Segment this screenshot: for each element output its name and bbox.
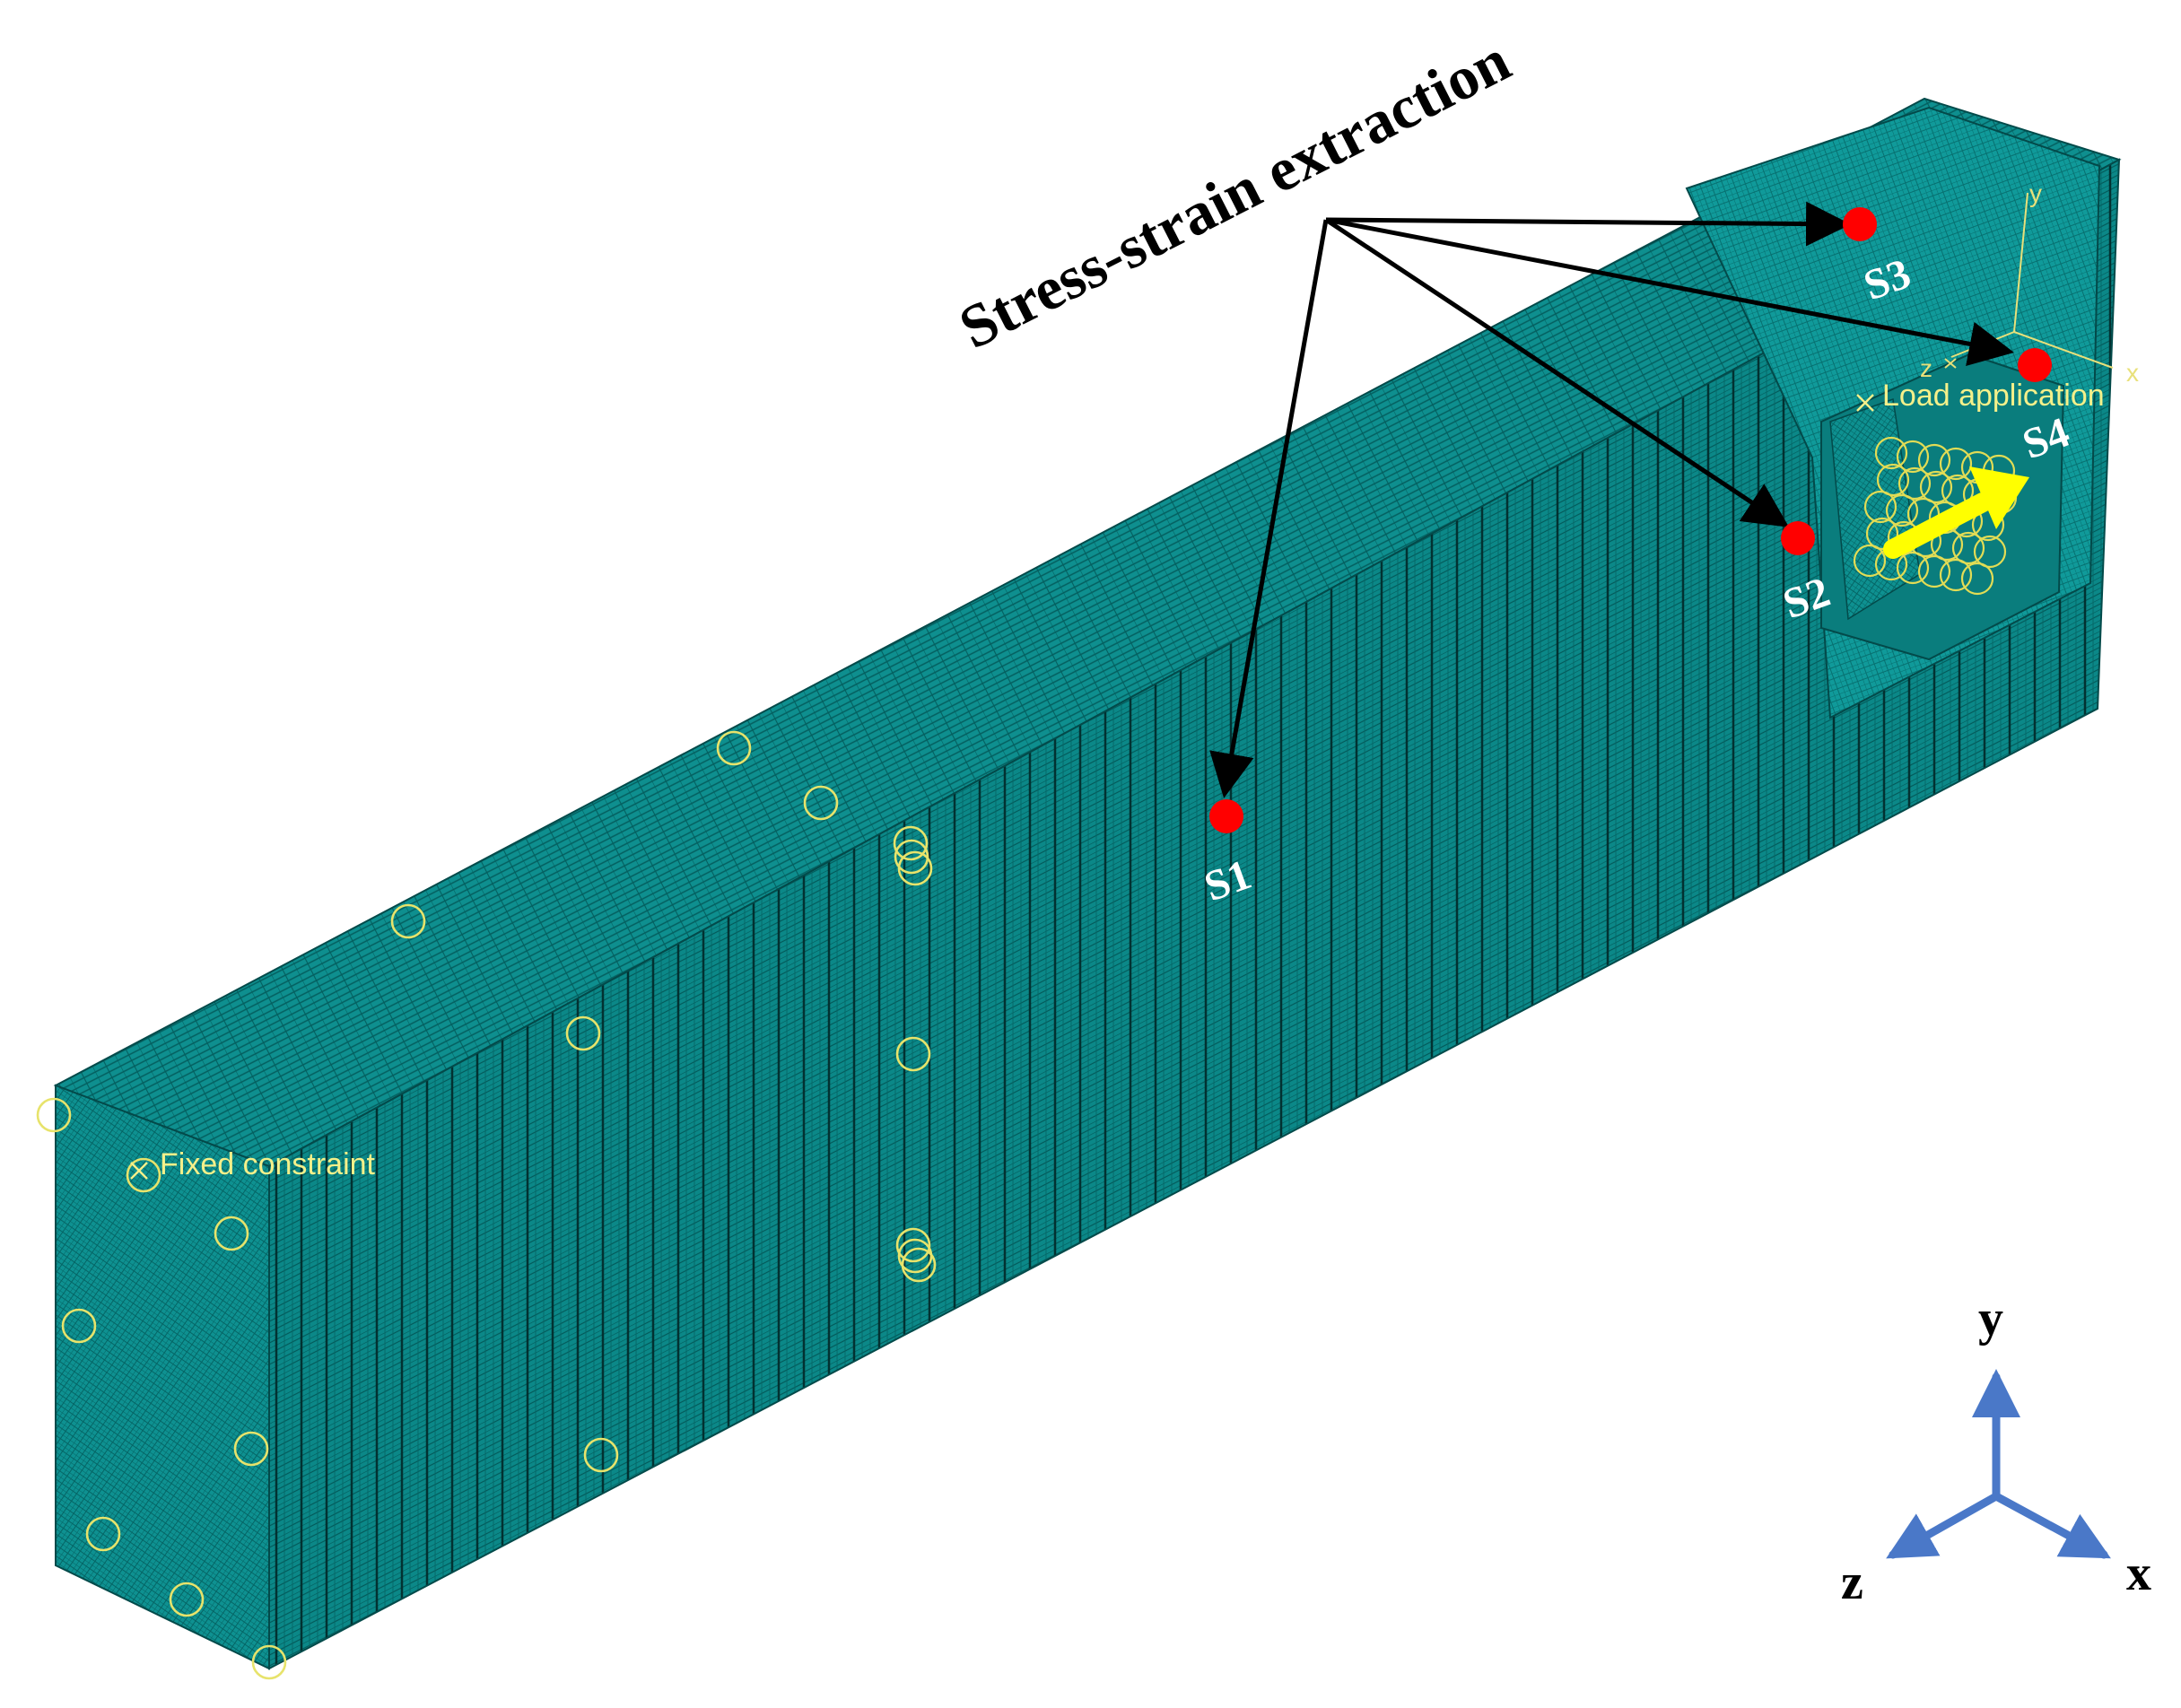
arrow-to-s3 xyxy=(1325,201,1851,247)
load-spring-27 xyxy=(1917,554,1951,588)
constraint-circle-8 xyxy=(390,903,426,939)
load-spring-24 xyxy=(1853,544,1887,578)
load-spring-7 xyxy=(1897,466,1932,501)
constraint-circle-10 xyxy=(583,1437,619,1473)
annotation-arrows xyxy=(1209,201,2014,798)
load-spring-3 xyxy=(1939,447,1973,481)
load-spring-23 xyxy=(1973,535,2007,569)
constraint-circle-11 xyxy=(716,730,752,766)
arrow-to-s1 xyxy=(1209,219,1329,798)
local-triad-x-label: x xyxy=(2126,359,2139,387)
constraint-circle-16 xyxy=(895,1036,931,1072)
arrow-to-s4 xyxy=(1325,217,2014,367)
constraint-circle-17 xyxy=(895,1227,931,1263)
point-s2-marker xyxy=(1781,521,1815,555)
global-axes xyxy=(1886,1369,2111,1559)
constraint-circle-4 xyxy=(233,1431,269,1467)
fixed-constraint-tag: Fixed constraint xyxy=(130,1147,376,1181)
constraint-circle-19 xyxy=(901,1247,937,1283)
load-spring-12 xyxy=(1863,490,1897,524)
fixed-constraint-markers xyxy=(36,730,937,1680)
load-application-label: Load application xyxy=(1882,379,2105,413)
measurement-points xyxy=(1209,207,2052,833)
annotation-title: Stress-strain extraction xyxy=(948,25,1520,362)
axis-z-line xyxy=(1886,1492,2001,1559)
load-spring-13 xyxy=(1885,493,1919,527)
constraint-circle-5 xyxy=(85,1516,121,1552)
constraint-circle-0 xyxy=(36,1097,72,1133)
local-triad-y-label: y xyxy=(2029,179,2042,207)
point-s1-marker xyxy=(1209,799,1243,833)
load-spring-29 xyxy=(1960,562,1994,596)
constraint-circle-1 xyxy=(126,1157,161,1193)
load-spring-8 xyxy=(1919,470,1953,504)
constraint-circle-13 xyxy=(893,825,929,861)
constraint-circle-12 xyxy=(803,785,839,821)
constraint-circle-6 xyxy=(169,1582,205,1617)
constraint-circle-7 xyxy=(251,1644,287,1680)
point-s4-marker xyxy=(2018,348,2052,382)
load-spring-28 xyxy=(1939,558,1973,592)
load-spring-18 xyxy=(1865,517,1899,551)
constraint-circle-9 xyxy=(565,1015,601,1051)
load-spring-2 xyxy=(1917,443,1951,477)
load-application-tag: Load application xyxy=(1856,379,2105,413)
load-spring-0 xyxy=(1874,436,1908,470)
fixed-constraint-label: Fixed constraint xyxy=(160,1147,376,1181)
load-application-symbols xyxy=(1853,436,2018,596)
constraint-circle-2 xyxy=(214,1216,249,1251)
axis-z-label: z xyxy=(1841,1555,1863,1610)
load-spring-1 xyxy=(1896,440,1930,474)
local-triad-z-label: z xyxy=(1920,354,1932,382)
point-s3-marker xyxy=(1843,207,1877,241)
axis-x-label: x xyxy=(2126,1546,2151,1601)
load-spring-26 xyxy=(1896,551,1930,585)
axis-x-line xyxy=(1992,1492,2111,1559)
arrow-to-s2 xyxy=(1324,217,1790,527)
beam-model xyxy=(53,97,2122,1670)
constraint-circle-15 xyxy=(897,850,933,886)
constraint-circle-3 xyxy=(61,1308,97,1344)
load-spring-22 xyxy=(1951,531,1985,565)
load-spring-6 xyxy=(1876,463,1910,497)
load-arrow xyxy=(1883,466,2029,559)
axis-y-label: y xyxy=(1978,1291,2003,1346)
